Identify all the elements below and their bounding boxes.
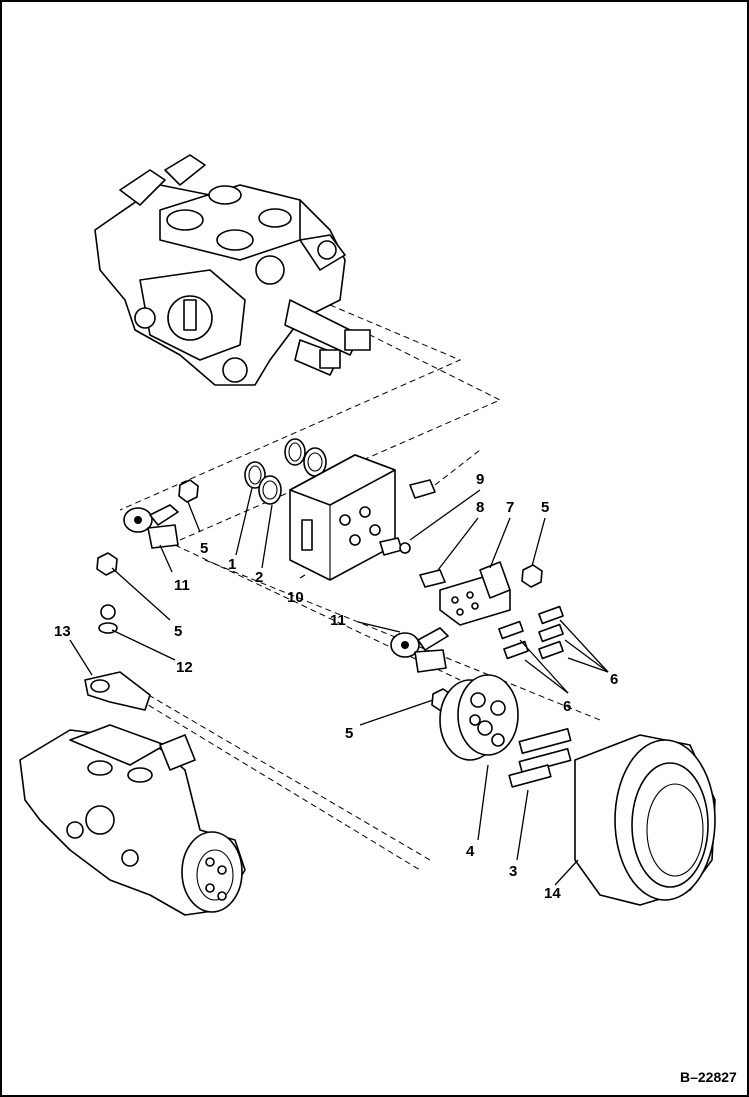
callout-7: 7 [506, 499, 514, 516]
callout-11-upper: 11 [174, 577, 190, 594]
callout-2: 2 [255, 569, 263, 586]
callout-1: 1 [228, 556, 236, 573]
callout-13: 13 [54, 623, 71, 640]
callout-6-right: 6 [610, 671, 618, 688]
rod-end-upper [123, 504, 179, 549]
callout-6-lower: 6 [563, 698, 571, 715]
callout-12: 12 [176, 659, 193, 676]
callout-8: 8 [476, 499, 484, 516]
drum-housing [574, 734, 716, 906]
rod-end-lower [390, 627, 449, 673]
bolts-6 [498, 605, 564, 660]
callout-labels: 1 2 3 4 5 5 5 5 6 6 7 8 9 10 11 11 12 13… [54, 471, 618, 902]
coupling-disc [439, 674, 519, 761]
valve-block [289, 454, 396, 581]
o-rings [244, 438, 327, 505]
ball-joint-12 [98, 604, 118, 634]
callout-5-left: 5 [174, 623, 182, 640]
callout-10: 10 [287, 589, 304, 606]
leader-lines [69, 487, 609, 886]
callout-5-upper: 5 [200, 540, 208, 557]
callout-9: 9 [476, 471, 484, 488]
nuts [96, 479, 543, 712]
bolts-3 [508, 727, 572, 788]
link-13 [84, 671, 151, 711]
callout-4: 4 [466, 843, 475, 860]
reference-number: B–22827 [680, 1069, 737, 1085]
callout-11-lower: 11 [330, 612, 346, 629]
assembly-lower [19, 724, 246, 916]
callout-3: 3 [509, 863, 517, 880]
bracket [419, 561, 511, 626]
control-valve-upper [94, 154, 371, 386]
alignment-lines [119, 304, 601, 871]
callout-5-lower: 5 [345, 725, 353, 742]
callout-5-right: 5 [541, 499, 549, 516]
callout-14: 14 [544, 885, 561, 902]
bolts-9 [379, 449, 481, 556]
